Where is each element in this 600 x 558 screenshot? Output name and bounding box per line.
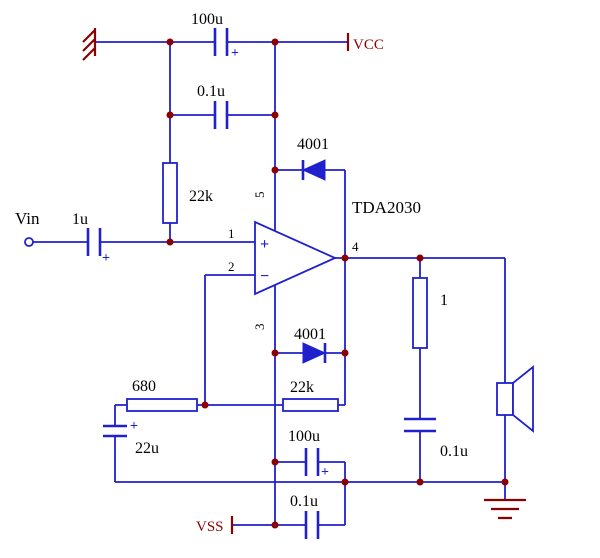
- vin-label: Vin: [15, 209, 40, 228]
- cap-plates: [103, 424, 127, 438]
- cap-value: 22u: [135, 440, 159, 457]
- capacitor-0.1u-bottom: 0.1u: [290, 493, 320, 539]
- resistor-value: 1: [440, 292, 448, 309]
- speaker-icon: [496, 365, 534, 433]
- wire-top-diode-net: [275, 169, 346, 258]
- junction-dot: [271, 349, 279, 357]
- junction-dot: [166, 238, 174, 246]
- pin-1-label: 1: [228, 226, 235, 241]
- junction-dot: [341, 349, 349, 357]
- polarity-plus: +: [130, 419, 138, 434]
- polarity-plus: +: [231, 46, 239, 61]
- diode-value: 4001: [297, 136, 329, 153]
- polarity-plus: +: [102, 251, 110, 266]
- diode-triangle: [302, 342, 327, 364]
- cap-value: 0.1u: [197, 83, 225, 100]
- diode-4001-bottom: 4001: [294, 326, 327, 364]
- junction-dot: [271, 458, 279, 466]
- cap-value: 100u: [191, 11, 223, 28]
- capacitor-100u-bottom: 100u +: [288, 428, 329, 480]
- cap-plates: [304, 511, 320, 539]
- resistor-body: [282, 398, 339, 412]
- diode-value: 4001: [294, 326, 326, 343]
- cap-value: 100u: [288, 428, 320, 445]
- resistor-22k-bias: 22k: [162, 162, 213, 224]
- cap-plates: [404, 417, 436, 433]
- wire-ground-top-net: [95, 41, 215, 242]
- cap-value: 0.1u: [290, 493, 318, 510]
- input-terminal: [24, 237, 34, 247]
- pin-5-label: 5: [252, 192, 267, 199]
- cap-plates: [213, 101, 229, 129]
- junction-dot: [416, 254, 424, 262]
- chassis-ground-icon: [82, 28, 97, 61]
- wire-feedback-net: [114, 274, 283, 426]
- cap-plates: [304, 448, 320, 476]
- resistor-680: 680: [126, 378, 198, 412]
- pin-3-label: 3: [252, 324, 267, 331]
- cap-value: 0.1u: [440, 443, 468, 460]
- junction-dot: [341, 254, 349, 262]
- capacitor-22u-feedback: 22u +: [103, 419, 159, 457]
- capacitor-0.1u-top: 0.1u: [197, 83, 229, 129]
- cap-value: 1u: [72, 211, 88, 228]
- junction-dot: [271, 521, 279, 529]
- resistor-body: [126, 398, 198, 412]
- resistor-body: [162, 162, 178, 224]
- vss-label: VSS: [196, 519, 224, 535]
- resistor-value: 680: [132, 378, 156, 395]
- junction-dot: [271, 166, 279, 174]
- opamp-tda2030: + − TDA2030 1 2 4 5 3: [228, 192, 421, 331]
- resistor-22k-feedback: 22k: [282, 379, 339, 412]
- capacitor-1u-input: 1u +: [72, 211, 110, 266]
- resistor-value: 22k: [189, 188, 213, 205]
- opamp-plus-input-sign: +: [260, 236, 269, 253]
- junction-dot: [501, 478, 509, 486]
- diode-triangle: [301, 159, 326, 181]
- junction-dot: [341, 478, 349, 486]
- junction-dot: [166, 111, 174, 119]
- speaker-box: [496, 382, 514, 416]
- ic-name-label: TDA2030: [352, 198, 421, 217]
- wire-vcc-net: [227, 41, 348, 231]
- junction-dot: [416, 478, 424, 486]
- polarity-plus: +: [321, 465, 329, 480]
- capacitor-100u-top: 100u +: [191, 11, 239, 61]
- speaker-horn: [512, 365, 534, 433]
- capacitor-0.1u-zobel: 0.1u: [404, 417, 468, 460]
- pin-2-label: 2: [228, 259, 235, 274]
- opamp-triangle: [254, 220, 338, 296]
- vcc-label: VCC: [353, 37, 384, 53]
- resistor-body: [412, 277, 428, 349]
- cap-plates: [213, 28, 229, 56]
- cap-plates: [86, 228, 102, 256]
- diode-4001-top: 4001: [297, 136, 329, 181]
- junction-dot: [201, 401, 209, 409]
- opamp-minus-input-sign: −: [260, 268, 269, 285]
- junction-dot: [166, 38, 174, 46]
- wire-ground-bottom-net: [114, 415, 506, 526]
- junction-dot: [271, 38, 279, 46]
- resistor-value: 22k: [290, 379, 314, 396]
- resistor-1ohm: 1: [412, 277, 448, 349]
- junction-dot: [271, 111, 279, 119]
- earth-ground-icon: [484, 498, 526, 520]
- pin-4-label: 4: [352, 239, 359, 254]
